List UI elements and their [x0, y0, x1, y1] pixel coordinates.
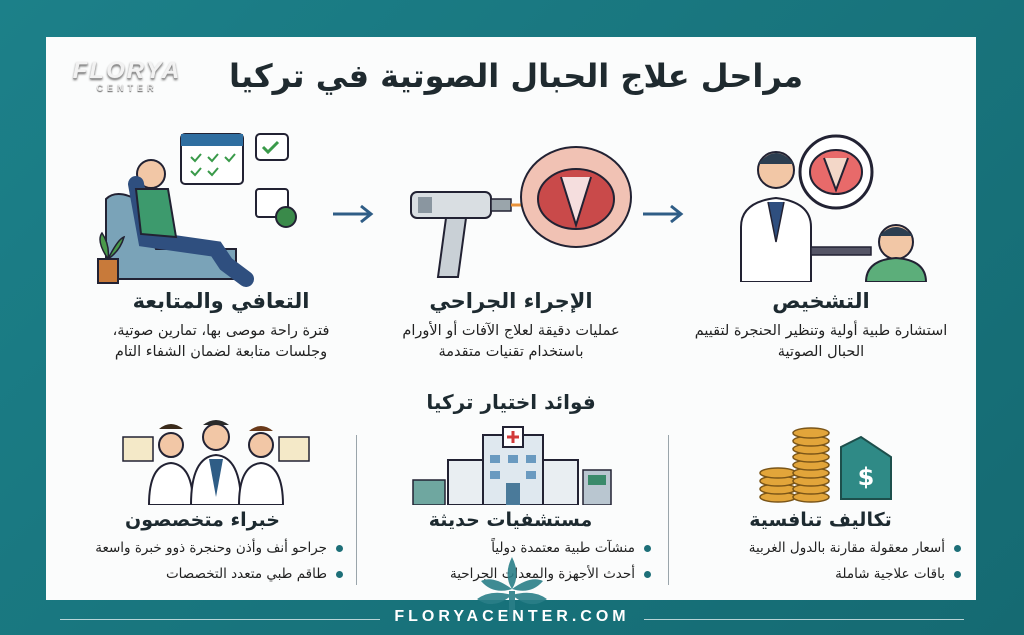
- footer: FLORYACENTER.COM: [0, 606, 1024, 632]
- list-item: أحدث الأجهزة والمعدات الجراحية: [368, 565, 651, 583]
- florya-watermark-icon: [477, 557, 547, 621]
- benefits-heading: فوائد اختيار تركيا: [426, 390, 596, 414]
- recovery-calendar-icon: [97, 133, 297, 287]
- list-item: أسعار معقولة مقارنة بالدول الغربية: [678, 539, 961, 557]
- stage-description: عمليات دقيقة لعلاج الآفات أو الأورام باس…: [402, 323, 620, 361]
- doctors-team-icon: [122, 420, 310, 505]
- list-item: باقات علاجية شاملة: [678, 565, 961, 583]
- footer-url: FLORYACENTER.COM: [394, 608, 630, 625]
- benefit-competitive-costs: تكاليف تنافسية أسعار معقولة مقارنة بالدو…: [678, 509, 963, 591]
- benefit-modern-hospitals: مستشفيات حديثة منشآت طبية معتمدة دولياً …: [368, 509, 653, 591]
- stage-description: استشارة طبية أولية وتنظير الحنجرة لتقييم…: [694, 323, 948, 361]
- stage-recovery: التعافي والمتابعة فترة راحة موصى بها، تم…: [86, 289, 356, 363]
- logo-main-text: FLORYA: [72, 57, 182, 84]
- benefit-list: منشآت طبية معتمدة دولياً أحدث الأجهزة وا…: [368, 539, 653, 583]
- content-card: FLORYA CENTER مراحل علاج الحبال الصوتية …: [46, 37, 976, 600]
- page-title: مراحل علاج الحبال الصوتية في تركيا: [228, 57, 804, 95]
- benefit-title: مستشفيات حديثة: [428, 509, 593, 531]
- list-item: منشآت طبية معتمدة دولياً: [368, 539, 651, 557]
- stage-title: التعافي والمتابعة: [132, 289, 310, 313]
- benefit-list: أسعار معقولة مقارنة بالدول الغربية باقات…: [678, 539, 963, 583]
- florya-logo: FLORYA CENTER: [68, 57, 186, 93]
- list-item: جراحو أنف وأذن وحنجرة ذوو خبرة واسعة: [60, 539, 343, 557]
- svg-text:$: $: [858, 463, 875, 491]
- stage-surgery: الإجراء الجراحي عمليات دقيقة لعلاج الآفا…: [376, 289, 646, 363]
- benefit-title: تكاليف تنافسية: [749, 509, 892, 531]
- footer-line-right: [644, 619, 964, 620]
- arrow-left-icon: [643, 204, 684, 224]
- laser-throat-icon: [410, 146, 632, 278]
- coins-price-tag-icon: $: [759, 427, 892, 503]
- stage-title: الإجراء الجراحي: [429, 289, 593, 313]
- benefit-title: خبراء متخصصون: [125, 509, 280, 531]
- list-item: طاقم طبي متعدد التخصصات: [60, 565, 343, 583]
- divider: [356, 435, 357, 585]
- benefit-specialized-experts: خبراء متخصصون جراحو أنف وأذن وحنجرة ذوو …: [60, 509, 345, 591]
- benefit-list: جراحو أنف وأذن وحنجرة ذوو خبرة واسعة طاق…: [60, 539, 345, 583]
- arrow-left-icon: [333, 204, 374, 224]
- logo-sub-text: CENTER: [96, 83, 158, 93]
- doctor-endoscope-icon: [740, 134, 928, 282]
- stage-diagnosis: التشخيص استشارة طبية أولية وتنظير الحنجر…: [686, 289, 956, 363]
- footer-line-left: [60, 619, 380, 620]
- divider: [668, 435, 669, 585]
- hospital-icon: [412, 426, 612, 505]
- stage-title: التشخيص: [772, 289, 870, 313]
- stage-description: فترة راحة موصى بها، تمارين صوتية، وجلسات…: [112, 323, 330, 361]
